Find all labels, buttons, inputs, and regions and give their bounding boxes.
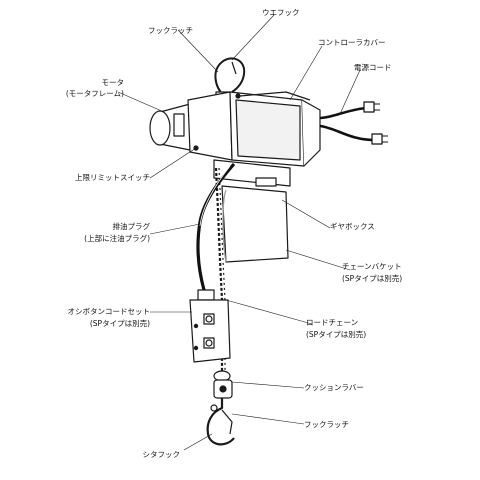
- label-bottom-hook-latch: フックラッチ: [304, 420, 349, 429]
- chain-bucket-icon: [221, 185, 289, 263]
- motor-icon: [149, 103, 191, 151]
- pendant-cord-icon: [196, 162, 236, 291]
- label-motor: モータ: [101, 78, 125, 87]
- label-chain-bucket-note: (SPタイプは別売): [342, 274, 403, 283]
- label-bottom-hook: シタフック: [142, 450, 181, 459]
- label-pendant-cord-note: (SPタイプは別売): [89, 319, 150, 328]
- label-drain-plug: 排油プラグ: [112, 222, 151, 231]
- label-drain-plug-note: (上部に注油プラグ): [84, 234, 150, 243]
- label-top-hook-latch: フックラッチ: [148, 26, 193, 35]
- label-chain-bucket: チェーンバケット: [342, 262, 402, 271]
- label-upper-hook: ウエフック: [262, 8, 300, 17]
- cushion-rubber-icon: [213, 370, 233, 399]
- label-gear-box: ギヤボックス: [330, 222, 375, 231]
- label-pendant-cord-set: オシボタンコードセット: [67, 307, 151, 316]
- label-power-cord: 電源コード: [354, 63, 392, 72]
- hoist-body-icon: [187, 91, 321, 167]
- label-load-chain: ロードチェーン: [306, 318, 359, 327]
- pendant-switch-icon: [189, 289, 231, 363]
- label-load-chain-note: (SPタイプは別売): [306, 330, 367, 339]
- label-controller-cover: コントローラカバー: [318, 38, 386, 47]
- bottom-hook-icon: [206, 398, 235, 446]
- label-motor-frame: (モータフレーム): [65, 89, 124, 98]
- label-cushion-rubber: クッションラバー: [304, 383, 364, 392]
- power-cord-icon: [319, 101, 388, 145]
- label-upper-limit-switch: 上限リミットスイッチ: [75, 173, 150, 182]
